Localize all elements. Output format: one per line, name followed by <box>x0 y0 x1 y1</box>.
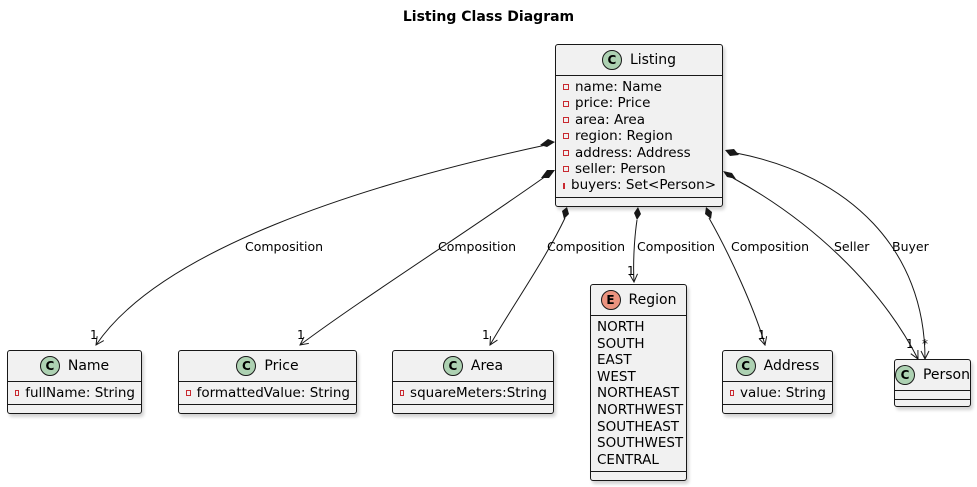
class-header: C Person <box>895 360 970 391</box>
class-header: C Area <box>393 351 553 382</box>
attribute-row: area: Area <box>562 112 716 128</box>
class-icon: C <box>735 356 756 376</box>
enum-value: NORTHWEST <box>597 401 684 418</box>
relation-listing-person-seller: Seller 1 <box>723 171 918 359</box>
relation-multiplicity: * <box>922 337 928 351</box>
enum-value: SOUTHWEST <box>597 435 684 452</box>
attribute-list: formattedValue: String <box>179 382 356 406</box>
class-icon: C <box>895 365 915 385</box>
relation-listing-address: Composition 1 <box>705 207 809 345</box>
relation-label: Composition <box>245 239 323 254</box>
enum-value: SOUTHEAST <box>597 418 680 435</box>
attribute-list <box>895 391 970 400</box>
class-icon: C <box>236 356 257 376</box>
composition-diamond <box>723 171 736 179</box>
class-name: Listing <box>629 52 677 68</box>
method-list <box>895 400 970 408</box>
composition-diamond <box>705 207 712 219</box>
relation-label: Composition <box>438 239 516 254</box>
private-visibility-icon <box>563 84 569 91</box>
class-icon: C <box>601 50 622 70</box>
relation-label: Composition <box>637 239 715 254</box>
class-area[interactable]: C Area squareMeters:String <box>392 350 554 414</box>
attribute-list: fullName: String <box>8 382 141 406</box>
relation-listing-area: Composition 1 <box>482 207 625 345</box>
relation-multiplicity: 1 <box>482 328 490 342</box>
enum-value: NORTHEAST <box>597 385 680 402</box>
attribute-row: price: Price <box>562 95 716 111</box>
enum-value-list: NORTH SOUTH EAST WEST NORTHEAST NORTHWES… <box>591 316 686 473</box>
diagram-title: Listing Class Diagram <box>402 9 575 25</box>
attribute-row: seller: Person <box>562 161 716 177</box>
class-header: C Price <box>179 351 356 382</box>
private-visibility-icon <box>563 100 569 107</box>
class-name: Name <box>67 358 110 374</box>
relation-label: Buyer <box>892 239 930 254</box>
composition-diamond <box>562 207 569 219</box>
relation-multiplicity: 1 <box>90 328 98 342</box>
attribute-row: formattedValue: String <box>185 385 350 401</box>
class-name: Address <box>763 358 820 374</box>
attribute-row: squareMeters:String <box>399 385 547 401</box>
attribute-list: value: String <box>723 382 832 406</box>
enum-value: CENTRAL <box>597 451 659 468</box>
private-visibility-icon <box>563 166 569 173</box>
private-visibility-icon <box>186 390 191 397</box>
composition-diamond <box>541 170 555 178</box>
relation-label: Composition <box>547 239 625 254</box>
class-name: Person <box>922 367 970 383</box>
enum-header: E Region <box>591 285 686 316</box>
relation-listing-name: Composition 1 <box>90 139 555 345</box>
attribute-row: fullName: String <box>14 385 135 401</box>
private-visibility-icon <box>15 390 20 397</box>
attribute-row: value: String <box>729 385 826 401</box>
relation-multiplicity: 1 <box>906 337 914 351</box>
private-visibility-icon <box>563 182 565 189</box>
private-visibility-icon <box>400 390 405 397</box>
enum-value: EAST <box>597 352 632 369</box>
attribute-row: buyers: Set<Person> <box>562 177 716 193</box>
class-address[interactable]: C Address value: String <box>722 350 833 414</box>
composition-diamond <box>540 139 555 147</box>
enum-region[interactable]: E Region NORTH SOUTH EAST WEST NORTHEAST… <box>590 284 687 481</box>
enum-icon: E <box>600 290 621 310</box>
class-icon: C <box>39 356 60 376</box>
relation-label: Composition <box>731 239 809 254</box>
relation-multiplicity: 1 <box>297 328 305 342</box>
class-price[interactable]: C Price formattedValue: String <box>178 350 357 414</box>
private-visibility-icon <box>563 133 569 140</box>
relation-label: Seller <box>834 239 870 254</box>
enum-value: SOUTH <box>597 335 645 352</box>
attribute-row: address: Address <box>562 145 716 161</box>
class-listing[interactable]: C Listing name: Name price: Price area: … <box>555 44 723 207</box>
enum-value: NORTH <box>597 319 645 335</box>
class-icon: C <box>442 356 463 376</box>
private-visibility-icon <box>730 390 734 397</box>
class-name: Area <box>470 358 504 374</box>
enum-value: WEST <box>597 368 636 385</box>
relation-listing-price: Composition 1 <box>297 170 555 345</box>
attribute-row: region: Region <box>562 128 716 144</box>
class-name: Price <box>264 358 299 374</box>
private-visibility-icon <box>563 149 569 156</box>
attribute-row: name: Name <box>562 79 716 95</box>
class-name-box[interactable]: C Name fullName: String <box>7 350 142 414</box>
class-header: C Name <box>8 351 141 382</box>
attribute-list: squareMeters:String <box>393 382 553 406</box>
class-header: C Address <box>723 351 832 382</box>
class-person[interactable]: C Person <box>894 359 971 407</box>
relation-multiplicity: 1 <box>627 264 635 278</box>
relation-listing-person-buyer: Buyer * <box>725 149 930 359</box>
enum-name: Region <box>628 292 677 308</box>
composition-diamond <box>634 207 641 220</box>
relation-multiplicity: 1 <box>758 328 766 342</box>
composition-diamond <box>725 149 739 156</box>
private-visibility-icon <box>563 117 569 124</box>
class-header: C Listing <box>556 45 722 76</box>
relation-listing-region: Composition 1 <box>627 207 715 282</box>
attribute-list: name: Name price: Price area: Area regio… <box>556 76 722 198</box>
